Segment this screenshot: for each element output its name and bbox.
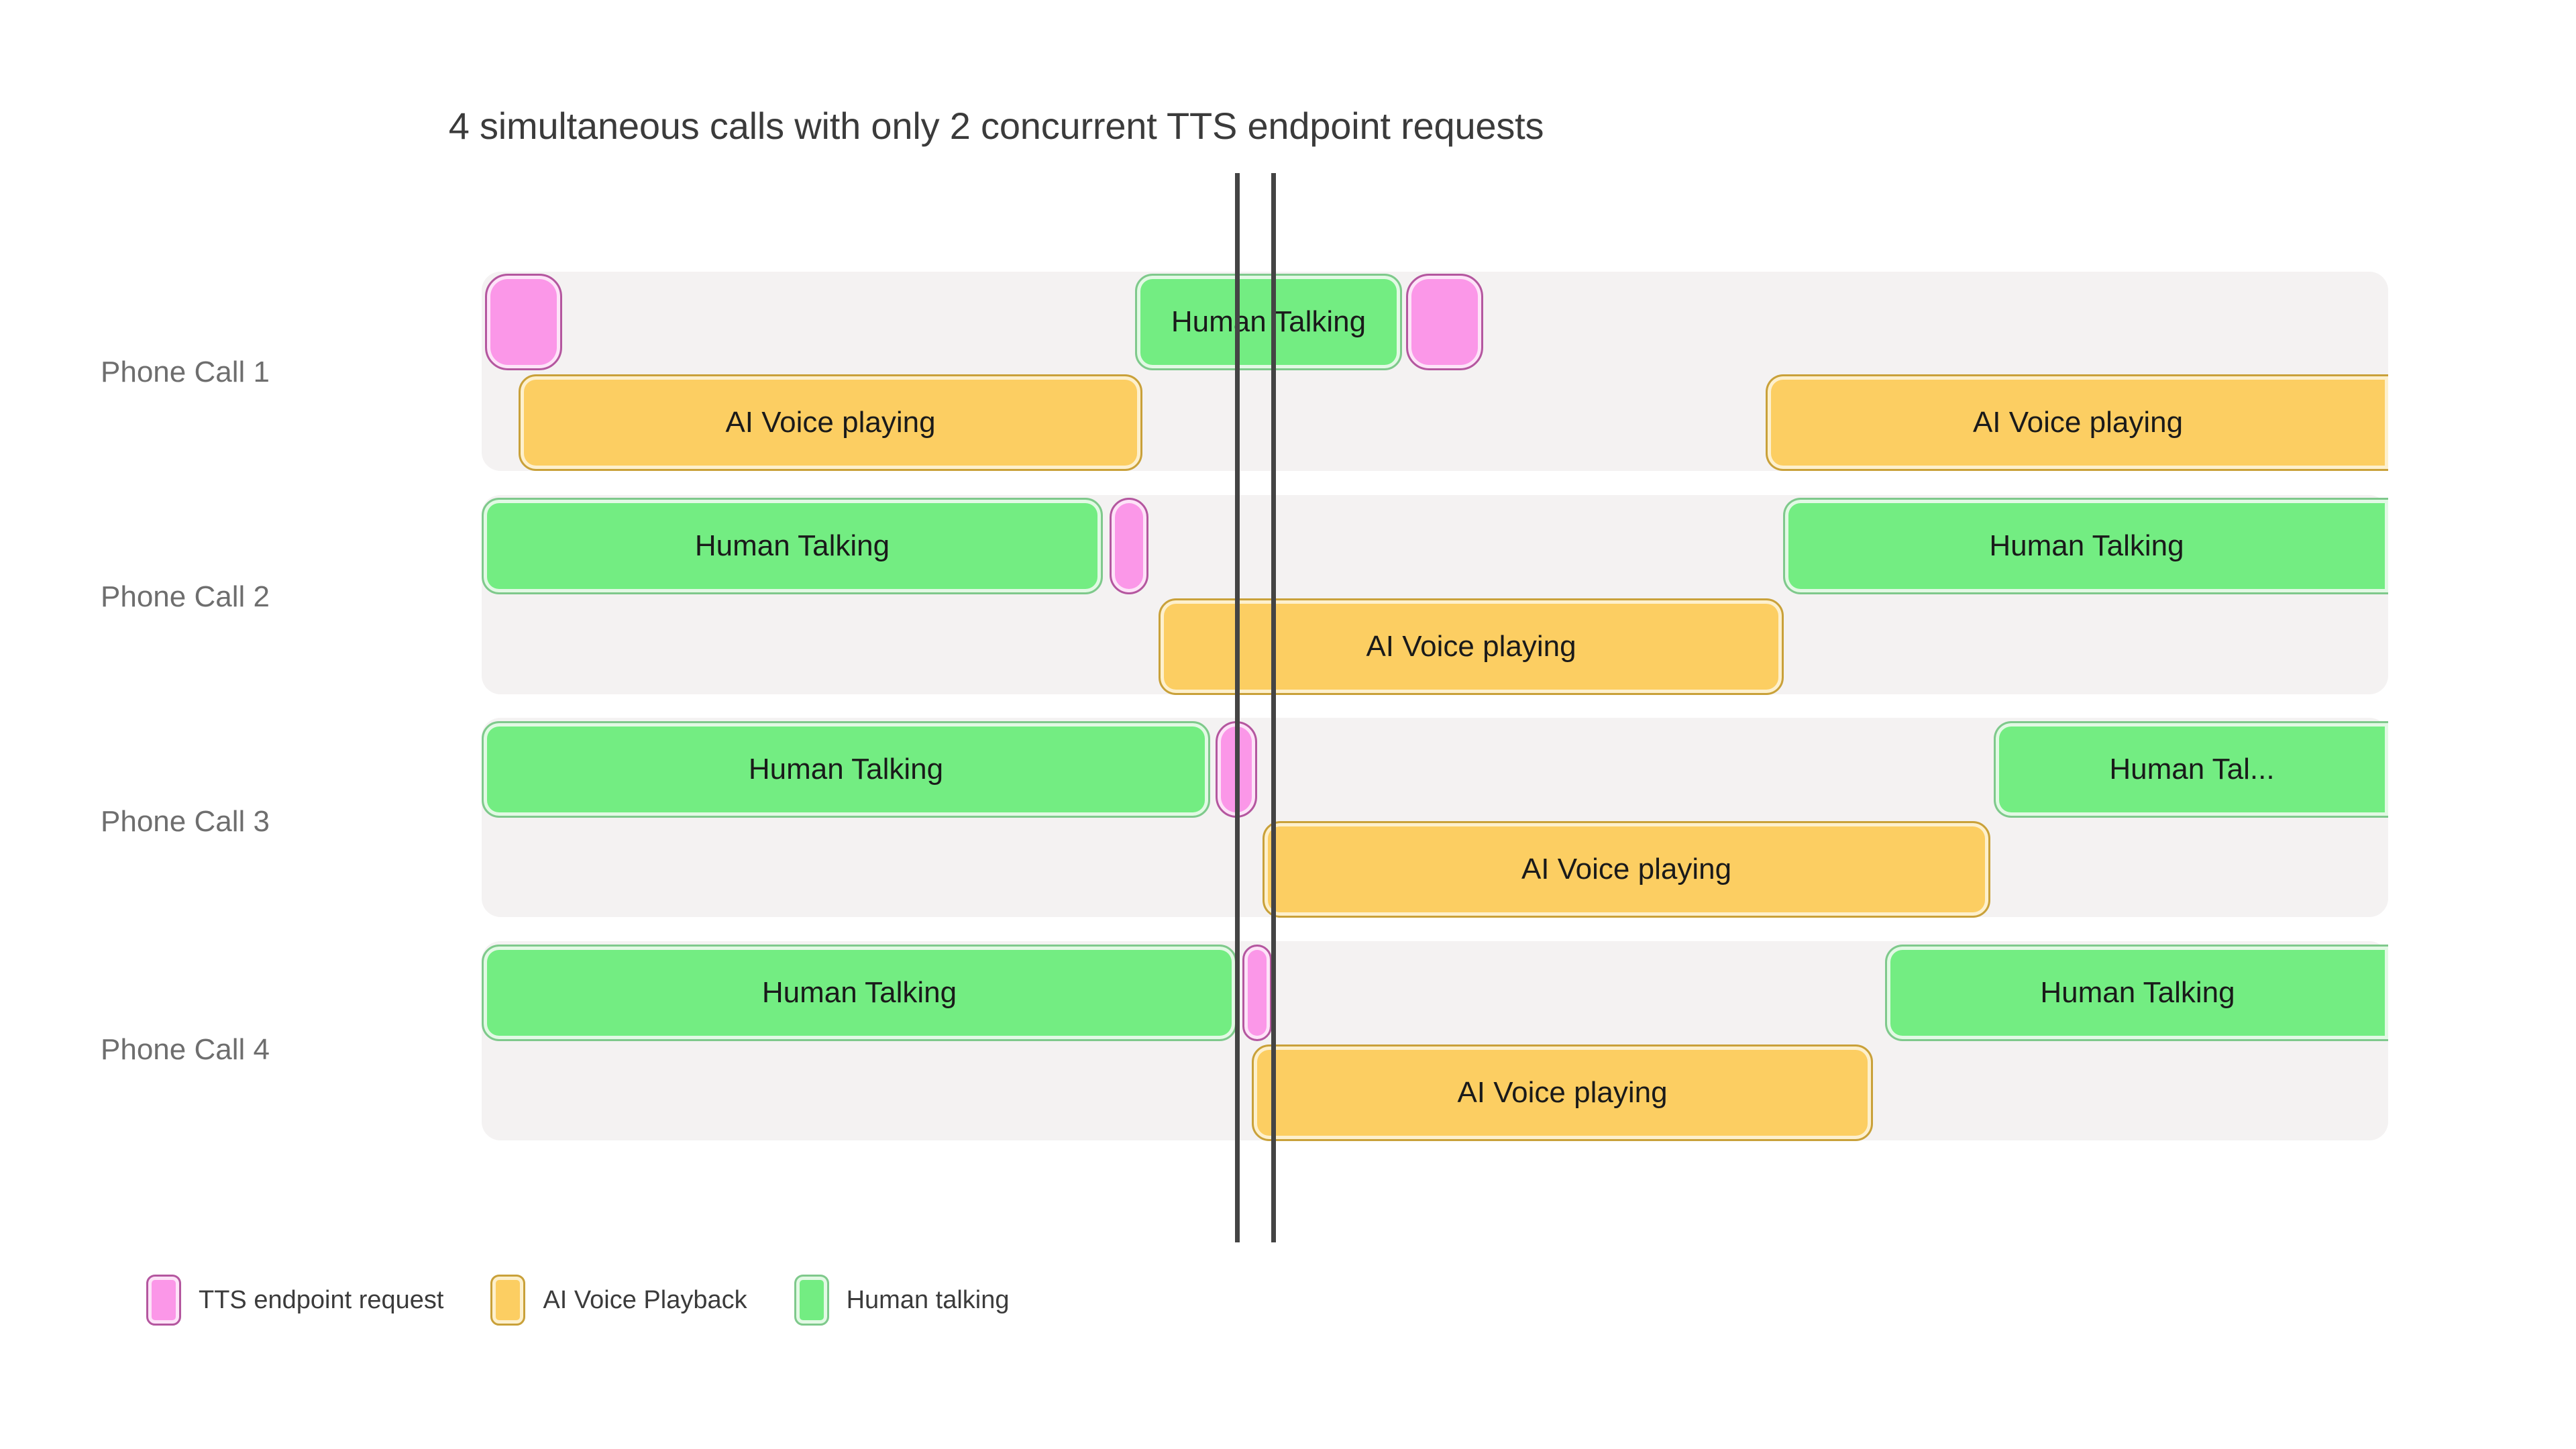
bar-label: Human Talking — [1989, 529, 2184, 562]
bar-label: AI Voice playing — [1521, 853, 1732, 885]
bar-label: Human Tal... — [2109, 753, 2275, 786]
legend-item[interactable]: Human talking — [794, 1275, 1010, 1326]
bar-label: AI Voice playing — [1972, 406, 2184, 439]
tts-request-swatch-icon — [146, 1275, 181, 1326]
ai-voice-bar[interactable]: AI Voice playing — [519, 374, 1142, 471]
legend-item[interactable]: AI Voice Playback — [490, 1275, 747, 1326]
ai-voice-bar[interactable]: AI Voice playing — [1252, 1044, 1873, 1141]
human-talking-swatch-icon — [794, 1275, 829, 1326]
call-row-label: Phone Call 4 — [101, 1033, 270, 1066]
page-title: 4 simultaneous calls with only 2 concurr… — [448, 105, 1544, 147]
tts-request-bar[interactable] — [485, 274, 562, 370]
legend-label: AI Voice Playback — [543, 1285, 747, 1314]
tts-request-bar[interactable] — [1242, 945, 1272, 1041]
legend-label: Human talking — [846, 1285, 1010, 1314]
human-talking-bar[interactable]: Human Talking — [1783, 498, 2388, 594]
legend-item[interactable]: TTS endpoint request — [146, 1275, 443, 1326]
bar-label: AI Voice playing — [1366, 630, 1576, 663]
ai-voice-bar[interactable]: AI Voice playing — [1263, 821, 1990, 918]
concurrency-marker-2 — [1271, 173, 1276, 1242]
human-talking-bar[interactable]: Human Talking — [482, 945, 1237, 1041]
concurrency-marker-1 — [1235, 173, 1240, 1242]
bar-label: Human Talking — [761, 976, 957, 1009]
bar-label: Human Talking — [2040, 976, 2235, 1009]
bar-label: AI Voice playing — [725, 406, 936, 439]
call-row-label: Phone Call 3 — [101, 805, 270, 838]
human-talking-bar[interactable]: Human Tal... — [1994, 721, 2388, 818]
ai-voice-bar[interactable]: AI Voice playing — [1159, 598, 1784, 695]
call-row-label: Phone Call 1 — [101, 356, 270, 388]
bar-label: Human Talking — [1171, 305, 1366, 338]
ai-voice-bar[interactable]: AI Voice playing — [1766, 374, 2388, 471]
bar-label: AI Voice playing — [1457, 1076, 1668, 1109]
tts-request-bar[interactable] — [1406, 274, 1483, 370]
bar-label: Human Talking — [748, 753, 944, 786]
tts-request-bar[interactable] — [1110, 498, 1148, 594]
bar-label: Human Talking — [694, 529, 890, 562]
ai-voice-swatch-icon — [490, 1275, 526, 1326]
human-talking-bar[interactable]: Human Talking — [1885, 945, 2388, 1041]
human-talking-bar[interactable]: Human Talking — [482, 498, 1103, 594]
call-row-label: Phone Call 2 — [101, 580, 270, 613]
human-talking-bar[interactable]: Human Talking — [1135, 274, 1402, 370]
legend-label: TTS endpoint request — [199, 1285, 444, 1314]
legend: TTS endpoint request AI Voice Playback Hum… — [146, 1275, 1057, 1326]
human-talking-bar[interactable]: Human Talking — [482, 721, 1210, 818]
